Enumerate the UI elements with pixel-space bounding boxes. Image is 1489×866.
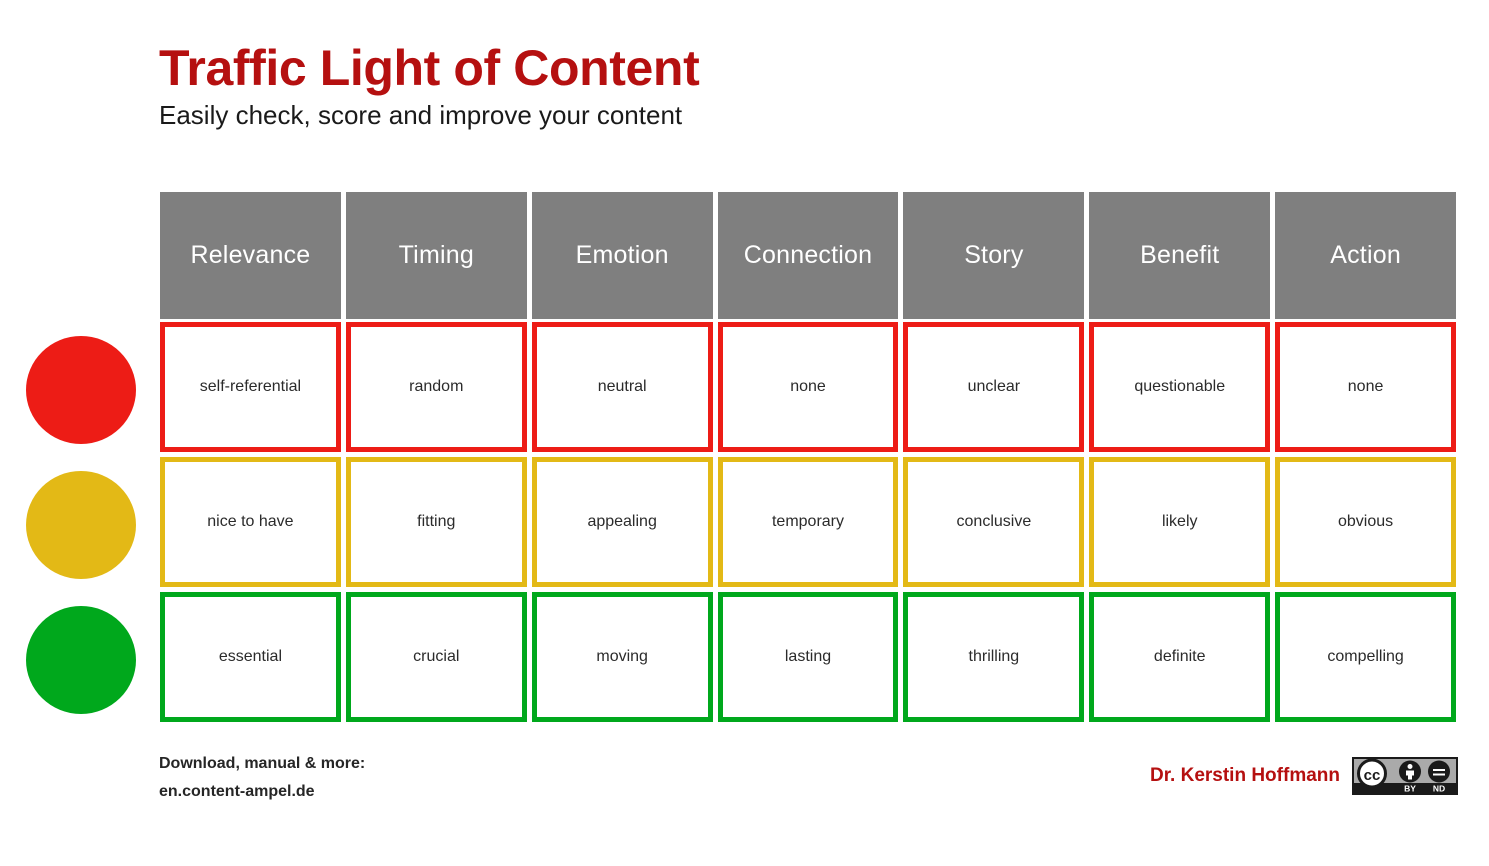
table-row-green: essential crucial moving lasting thrilli… [160, 592, 1457, 722]
cell-red-action[interactable]: none [1275, 322, 1457, 452]
footer-download-info: Download, manual & more: en.content-ampe… [159, 750, 365, 806]
cell-red-story[interactable]: unclear [903, 322, 1085, 452]
cell-yellow-story[interactable]: conclusive [903, 457, 1085, 587]
cell-yellow-emotion[interactable]: appealing [531, 457, 713, 587]
cc-nd-label: ND [1433, 784, 1445, 794]
cell-red-timing[interactable]: random [345, 322, 527, 452]
cell-green-timing[interactable]: crucial [345, 592, 527, 722]
download-url[interactable]: en.content-ampel.de [159, 783, 315, 800]
cell-yellow-action[interactable]: obvious [1275, 457, 1457, 587]
cell-green-emotion[interactable]: moving [531, 592, 713, 722]
cell-red-connection[interactable]: none [717, 322, 899, 452]
column-header-story: Story [903, 192, 1085, 319]
content-criteria-table: Relevance Timing Emotion Connection Stor… [160, 192, 1457, 722]
title-block: Traffic Light of Content Easily check, s… [159, 42, 1259, 130]
column-header-benefit: Benefit [1089, 192, 1271, 319]
table-row-red: self-referential random neutral none unc… [160, 322, 1457, 452]
yellow-light-icon [26, 471, 136, 579]
cell-yellow-benefit[interactable]: likely [1089, 457, 1271, 587]
cell-green-benefit[interactable]: definite [1089, 592, 1271, 722]
page-title: Traffic Light of Content [159, 40, 700, 96]
download-label: Download, manual & more: [159, 755, 366, 772]
table-header-row: Relevance Timing Emotion Connection Stor… [160, 192, 1457, 319]
column-header-relevance: Relevance [160, 192, 341, 319]
creative-commons-by-nd-badge-icon[interactable]: cc BY ND [1352, 757, 1458, 795]
page-subtitle: Easily check, score and improve your con… [159, 100, 683, 130]
cell-green-story[interactable]: thrilling [903, 592, 1085, 722]
cell-yellow-connection[interactable]: temporary [717, 457, 899, 587]
cell-red-relevance[interactable]: self-referential [160, 322, 341, 452]
column-header-timing: Timing [345, 192, 527, 319]
green-light-icon [26, 606, 136, 714]
cell-green-connection[interactable]: lasting [717, 592, 899, 722]
traffic-light-column [26, 336, 138, 714]
cell-yellow-relevance[interactable]: nice to have [160, 457, 341, 587]
column-header-emotion: Emotion [531, 192, 713, 319]
cell-green-action[interactable]: compelling [1275, 592, 1457, 722]
column-header-action: Action [1275, 192, 1457, 319]
column-header-connection: Connection [717, 192, 899, 319]
red-light-icon [26, 336, 136, 444]
svg-text:cc: cc [1364, 767, 1381, 784]
author-name: Dr. Kerstin Hoffmann [1149, 765, 1340, 786]
cell-green-relevance[interactable]: essential [160, 592, 341, 722]
table-row-yellow: nice to have fitting appealing temporary… [160, 457, 1457, 587]
cell-red-benefit[interactable]: questionable [1089, 322, 1271, 452]
footer-attribution: Dr. Kerstin Hoffmann cc BY ND [1150, 757, 1458, 795]
cc-by-label: BY [1404, 784, 1416, 794]
cell-red-emotion[interactable]: neutral [531, 322, 713, 452]
cell-yellow-timing[interactable]: fitting [345, 457, 527, 587]
